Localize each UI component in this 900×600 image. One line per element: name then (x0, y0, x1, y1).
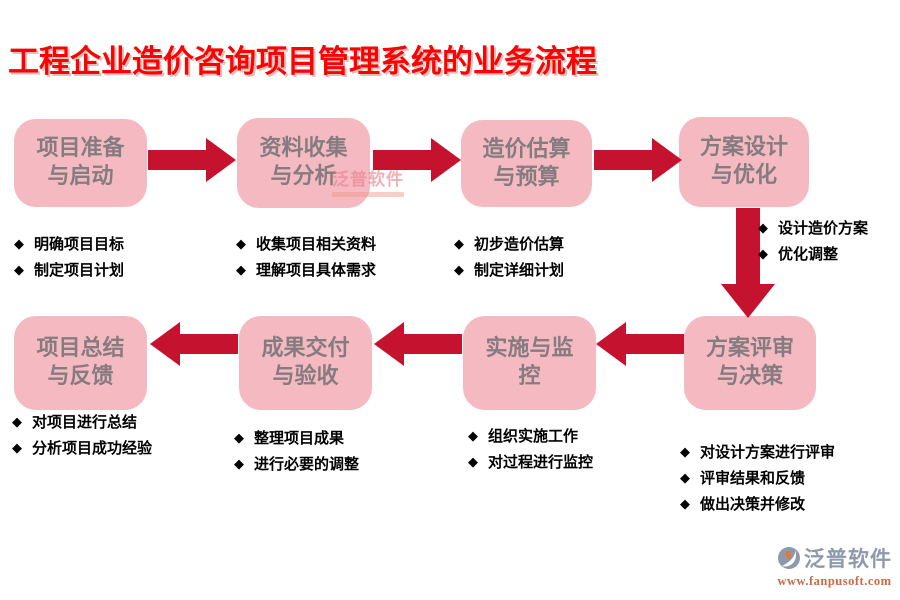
bullet-text: 设计造价方案 (778, 219, 869, 237)
bullet-text: 优化调整 (778, 245, 839, 263)
list-item: ◆ 组织实施工作 (468, 426, 668, 447)
list-item: ◆ 制定详细计划 (454, 260, 659, 281)
step-title-line: 方案设计 (699, 135, 788, 160)
arrow-left-icon (374, 322, 462, 366)
diamond-bullet-icon: ◆ (234, 431, 244, 446)
bullet-text: 整理项目成果 (254, 429, 345, 447)
list-item: ◆ 优化调整 (758, 244, 900, 265)
bullet-list-project-summary: ◆ 对项目进行总结 ◆ 分析项目成功经验 (12, 412, 158, 464)
diamond-bullet-icon: ◆ (758, 247, 768, 262)
step-title-line: 造价估算 (482, 136, 571, 162)
step-box-deliverable-delivery-acceptance: 成果交付 与验收 (239, 316, 372, 410)
vendor-logo-row: 泛普软件 (777, 543, 892, 573)
list-item: ◆ 进行必要的调整 (234, 454, 439, 475)
step-title-line: 实施与监 (485, 336, 574, 361)
diamond-bullet-icon: ◆ (758, 221, 768, 236)
list-item: ◆ 做出决策并修改 (680, 494, 898, 515)
arrow-left-icon (150, 322, 238, 366)
diamond-bullet-icon: ◆ (234, 457, 244, 472)
bullet-text: 分析项目成功经验 (32, 439, 153, 457)
list-item: ◆ 理解项目具体需求 (236, 260, 451, 281)
bullet-list-project-preparation: ◆ 明确项目目标 ◆ 制定项目计划 (14, 234, 229, 286)
list-item: ◆ 初步造价估算 (454, 234, 659, 255)
bullet-text: 制定项目计划 (34, 261, 125, 279)
bullet-list-deliverable-delivery: ◆ 整理项目成果 ◆ 进行必要的调整 (234, 428, 439, 480)
diamond-bullet-icon: ◆ (236, 263, 246, 278)
list-item: ◆ 收集项目相关资料 (236, 234, 451, 255)
bullet-text: 进行必要的调整 (254, 455, 360, 473)
vendor-logo: 泛普软件 www.fanpusoft.com (777, 543, 892, 589)
diamond-bullet-icon: ◆ (468, 429, 478, 444)
bullet-text: 对设计方案进行评审 (700, 443, 836, 461)
vendor-name: 泛普软件 (804, 547, 892, 571)
watermark: 泛普软件 (332, 172, 404, 197)
diamond-bullet-icon: ◆ (454, 263, 464, 278)
list-item: ◆ 分析项目成功经验 (12, 438, 158, 459)
step-title-line: 方案评审 (705, 336, 794, 361)
list-item: ◆ 设计造价方案 (758, 218, 900, 239)
diamond-bullet-icon: ◆ (14, 263, 24, 278)
bullet-list-cost-estimation: ◆ 初步造价估算 ◆ 制定详细计划 (454, 234, 659, 286)
diamond-bullet-icon: ◆ (12, 441, 22, 456)
step-title-line: 与分析 (270, 164, 337, 189)
bullet-list-data-collection: ◆ 收集项目相关资料 ◆ 理解项目具体需求 (236, 234, 451, 286)
step-title-line: 与验收 (272, 364, 339, 389)
step-box-data-collection-analysis: 资料收集 与分析 (237, 118, 370, 208)
bullet-list-scheme-design: ◆ 设计造价方案 ◆ 优化调整 (758, 218, 900, 270)
step-title-line: 资料收集 (259, 136, 348, 161)
arrow-right-icon (148, 138, 236, 182)
step-title-line: 与预算 (493, 164, 560, 190)
step-title-line: 与决策 (716, 364, 783, 389)
arrow-right-icon (373, 138, 461, 182)
list-item: ◆ 明确项目目标 (14, 234, 229, 255)
diamond-bullet-icon: ◆ (12, 415, 22, 430)
bullet-text: 明确项目目标 (34, 235, 125, 253)
step-box-implementation-monitoring: 实施与监 控 (463, 316, 596, 410)
bullet-text: 对项目进行总结 (32, 413, 138, 431)
step-title-line: 与反馈 (47, 364, 114, 389)
bullet-text: 理解项目具体需求 (256, 261, 377, 279)
diamond-bullet-icon: ◆ (468, 455, 478, 470)
step-title-line: 与启动 (47, 164, 114, 189)
watermark-subline (332, 192, 404, 197)
step-title-line: 控 (518, 364, 541, 389)
fanpu-logo-icon (778, 547, 800, 569)
bullet-text: 评审结果和反馈 (700, 469, 806, 487)
step-box-cost-estimation-budget: 造价估算 与预算 (461, 120, 592, 207)
bullet-text: 做出决策并修改 (700, 495, 806, 513)
arrow-right-icon (594, 138, 682, 182)
list-item: ◆ 评审结果和反馈 (680, 468, 898, 489)
list-item: ◆ 整理项目成果 (234, 428, 439, 449)
step-box-scheme-review-decision: 方案评审 与决策 (684, 316, 816, 410)
diamond-bullet-icon: ◆ (680, 471, 690, 486)
list-item: ◆ 对过程进行监控 (468, 452, 668, 473)
diamond-bullet-icon: ◆ (236, 237, 246, 252)
diamond-bullet-icon: ◆ (454, 237, 464, 252)
bullet-list-scheme-review: ◆ 对设计方案进行评审 ◆ 评审结果和反馈 ◆ 做出决策并修改 (680, 442, 898, 520)
step-title-line: 成果交付 (261, 336, 350, 361)
step-box-scheme-design-optimization: 方案设计 与优化 (679, 117, 809, 207)
list-item: ◆ 对设计方案进行评审 (680, 442, 898, 463)
step-box-project-preparation-launch: 项目准备 与启动 (14, 119, 147, 207)
bullet-text: 初步造价估算 (474, 235, 565, 253)
diamond-bullet-icon: ◆ (680, 497, 690, 512)
arrow-down-icon (721, 208, 775, 318)
list-item: ◆ 对项目进行总结 (12, 412, 158, 433)
bullet-text: 对过程进行监控 (488, 453, 594, 471)
step-title-line: 与优化 (710, 163, 777, 188)
bullet-text: 制定详细计划 (474, 261, 565, 279)
list-item: ◆ 制定项目计划 (14, 260, 229, 281)
diamond-bullet-icon: ◆ (680, 445, 690, 460)
step-title-line: 项目总结 (36, 336, 125, 361)
diamond-bullet-icon: ◆ (14, 237, 24, 252)
arrow-left-icon (596, 322, 684, 366)
bullet-text: 收集项目相关资料 (256, 235, 377, 253)
watermark-text: 泛普软件 (332, 170, 404, 190)
bullet-list-implementation: ◆ 组织实施工作 ◆ 对过程进行监控 (468, 426, 668, 478)
step-box-project-summary-feedback: 项目总结 与反馈 (14, 316, 147, 410)
bullet-text: 组织实施工作 (488, 427, 579, 445)
page-title: 工程企业造价咨询项目管理系统的业务流程 (8, 44, 597, 80)
vendor-url: www.fanpusoft.com (777, 574, 892, 588)
step-title-line: 项目准备 (36, 136, 125, 161)
